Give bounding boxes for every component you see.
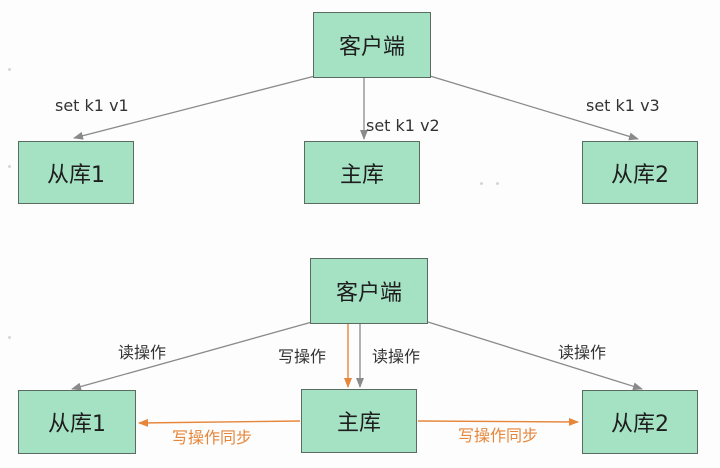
bottom-label-sync-left: 写操作同步 <box>172 428 253 447</box>
bottom-master-node: 主库 <box>301 389 417 453</box>
background-dot <box>480 182 483 185</box>
top-master-label: 主库 <box>339 162 384 188</box>
bottom-label-sync-right: 写操作同步 <box>458 426 539 445</box>
bottom-label-write-middle: 写操作 <box>278 347 327 366</box>
bottom-client-label: 客户端 <box>335 281 402 306</box>
background-dot <box>8 165 11 168</box>
top-edge-client-to-replica-left <box>73 75 316 140</box>
top-edge-label-right: set k1 v3 <box>586 96 660 115</box>
top-replica-right-label: 从库2 <box>611 162 669 188</box>
bottom-edge-sync-replica-left <box>138 418 301 427</box>
bottom-replica-right-label: 从库2 <box>611 412 669 437</box>
bottom-edge-read-replica-right <box>427 321 643 391</box>
bottom-label-read-middle: 读操作 <box>372 347 421 366</box>
background-dot <box>496 182 499 185</box>
bottom-master-label: 主库 <box>336 411 381 436</box>
bottom-replica-left-label: 从库1 <box>48 412 106 437</box>
top-client-label: 客户端 <box>338 35 405 60</box>
top-master-node: 主库 <box>304 141 420 204</box>
top-edge-label-left: set k1 v1 <box>55 96 129 115</box>
top-edge-label-middle: set k1 v2 <box>366 116 440 135</box>
top-replica-right-node: 从库2 <box>582 141 698 204</box>
top-edge-client-to-replica-right <box>429 75 639 141</box>
bottom-replica-left-node: 从库1 <box>18 390 136 454</box>
bottom-edge-read-replica-left <box>71 321 313 391</box>
bottom-edge-sync-replica-right <box>417 417 579 426</box>
top-client-node: 客户端 <box>313 12 431 78</box>
bottom-replica-right-node: 从库2 <box>582 390 698 454</box>
bottom-label-read-left: 读操作 <box>118 343 167 362</box>
bottom-client-node: 客户端 <box>310 258 428 324</box>
top-replica-left-label: 从库1 <box>47 162 105 188</box>
top-replica-left-node: 从库1 <box>18 141 134 204</box>
background-dot <box>8 336 11 339</box>
background-dot <box>8 68 11 71</box>
bottom-label-read-right: 读操作 <box>558 343 607 362</box>
